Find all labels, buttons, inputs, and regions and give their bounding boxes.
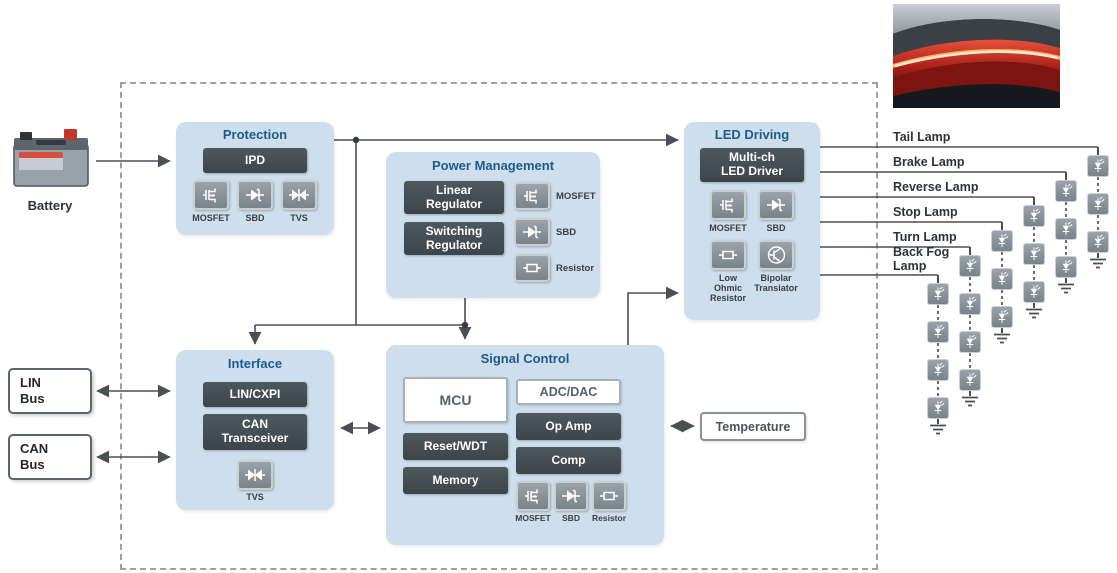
led-icon (1055, 180, 1077, 202)
led-icon (959, 255, 981, 277)
led-icon (959, 369, 981, 391)
tvs-icon[interactable] (281, 180, 317, 210)
ground-icon (1058, 283, 1074, 294)
led-icon (1023, 205, 1045, 227)
mosfet-label: MOSFET (709, 223, 747, 233)
led-icon (927, 397, 949, 419)
lamp-label-tail: Tail Lamp (893, 130, 951, 144)
lamp-label-stop: Stop Lamp (893, 205, 958, 219)
ground-icon (1090, 258, 1106, 269)
led-chain-back-fog (927, 275, 949, 436)
led-chain-brake (1055, 172, 1077, 295)
protection-panel: Protection IPD MOSFET SBD TVS (176, 122, 334, 235)
bipolar-transistor-label: Bipolar Transiator (754, 273, 798, 294)
led-icon (959, 331, 981, 353)
lamp-label-reverse: Reverse Lamp (893, 180, 979, 194)
battery-label: Battery (27, 198, 73, 213)
tvs-label: TVS (246, 492, 264, 502)
mosfet-label: MOSFET (192, 213, 230, 223)
led-chain-stop (991, 222, 1013, 345)
tvs-label: TVS (290, 213, 308, 223)
mosfet-label: MOSFET (515, 513, 551, 523)
led-icon (1023, 281, 1045, 303)
sbd-label: SBD (766, 223, 786, 233)
battery-illustration (13, 129, 89, 187)
switching-regulator-button[interactable]: Switching Regulator (404, 222, 504, 255)
tail-lamp-photo (893, 4, 1060, 108)
led-icon (991, 230, 1013, 252)
memory-button[interactable]: Memory (403, 467, 508, 494)
temperature-box: Temperature (700, 412, 806, 441)
resistor-icon[interactable] (514, 254, 550, 282)
resistor-label: Resistor (556, 263, 595, 274)
reset-wdt-button[interactable]: Reset/WDT (403, 433, 508, 460)
can-bus-box: CAN Bus (8, 434, 92, 480)
adc-dac-button[interactable]: ADC/DAC (516, 379, 621, 405)
led-icon (1055, 218, 1077, 240)
lin-cxpi-button[interactable]: LIN/CXPI (203, 382, 307, 407)
led-driving-panel: LED Driving Multi-ch LED Driver MOSFET S… (684, 122, 820, 320)
sbd-label: SBD (562, 513, 580, 523)
led-chain-turn (959, 247, 981, 408)
led-icon (927, 321, 949, 343)
led-chain-reverse (1023, 197, 1045, 320)
lamp-label-back-fog: Back Fog Lamp (893, 245, 950, 273)
lamp-label-brake: Brake Lamp (893, 155, 965, 169)
signal-control-title: Signal Control (480, 351, 570, 366)
mosfet-icon[interactable] (710, 190, 746, 220)
led-icon (1087, 155, 1109, 177)
bipolar-transistor-icon[interactable] (758, 240, 794, 270)
led-icon (1023, 243, 1045, 265)
lin-bus-box: LIN Bus (8, 368, 92, 414)
sbd-icon[interactable] (237, 180, 273, 210)
led-icon (1055, 256, 1077, 278)
power-management-panel: Power Management Linear Regulator Switch… (386, 152, 600, 298)
ground-icon (994, 333, 1010, 344)
can-transceiver-button[interactable]: CAN Transceiver (203, 414, 307, 450)
lamp-label-turn: Turn Lamp (893, 230, 957, 244)
mosfet-icon[interactable] (514, 182, 550, 210)
mosfet-icon[interactable] (193, 180, 229, 210)
led-icon (991, 306, 1013, 328)
signal-control-panel: Signal Control MCU Reset/WDT Memory ADC/… (386, 345, 664, 545)
led-icon (927, 359, 949, 381)
interface-panel: Interface LIN/CXPI CAN Transceiver TVS (176, 350, 334, 510)
resistor-label: Resistor (591, 513, 626, 523)
tvs-icon[interactable] (237, 460, 273, 490)
low-ohmic-resistor-icon[interactable] (710, 240, 746, 270)
mosfet-icon[interactable] (516, 481, 550, 511)
sbd-label: SBD (556, 227, 577, 238)
low-ohmic-resistor-label: Low Ohmic Resistor (709, 273, 746, 304)
led-chain-tail (1087, 147, 1109, 270)
ground-icon (930, 424, 946, 435)
led-icon (1087, 193, 1109, 215)
sbd-icon[interactable] (514, 218, 550, 246)
ipd-button[interactable]: IPD (203, 148, 307, 173)
led-icon (927, 283, 949, 305)
led-icon (1087, 231, 1109, 253)
led-icon (991, 268, 1013, 290)
ground-icon (962, 396, 978, 407)
led-driving-title: LED Driving (714, 127, 790, 142)
sbd-label: SBD (245, 213, 265, 223)
mcu-button[interactable]: MCU (403, 377, 508, 423)
power-management-title: Power Management (431, 158, 555, 173)
resistor-icon[interactable] (592, 481, 626, 511)
linear-regulator-button[interactable]: Linear Regulator (404, 181, 504, 214)
comp-button[interactable]: Comp (516, 447, 621, 474)
system-boundary-frame (120, 82, 878, 570)
op-amp-button[interactable]: Op Amp (516, 413, 621, 440)
sbd-icon[interactable] (554, 481, 588, 511)
mosfet-label: MOSFET (556, 191, 596, 202)
multi-ch-led-driver-button[interactable]: Multi-ch LED Driver (700, 148, 804, 182)
ground-icon (1026, 308, 1042, 319)
led-icon (959, 293, 981, 315)
interface-title: Interface (227, 356, 283, 371)
sbd-icon[interactable] (758, 190, 794, 220)
protection-title: Protection (222, 127, 288, 142)
